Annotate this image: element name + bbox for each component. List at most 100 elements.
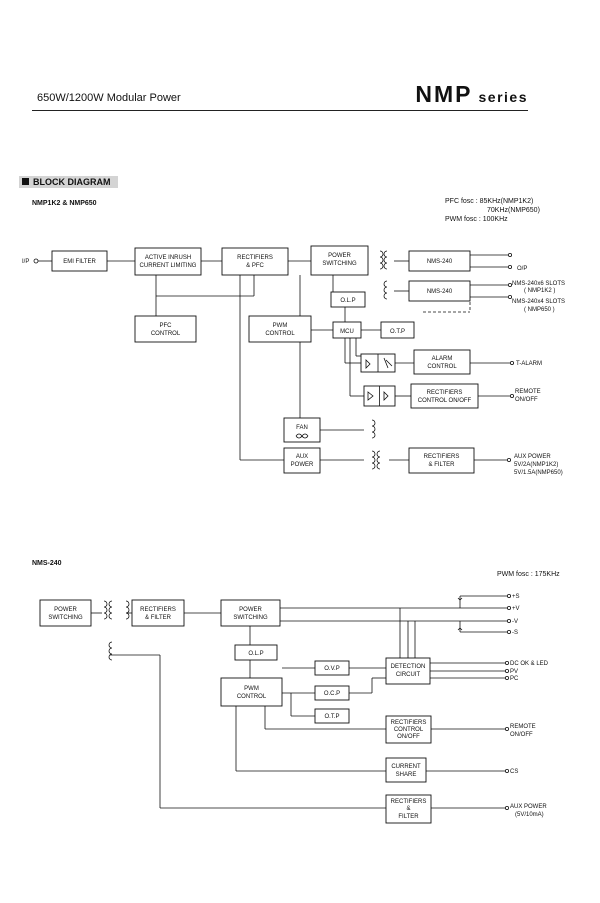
ovp-block: O.V.P (314, 660, 350, 676)
power-switching-block: POWER SWITCHING (310, 245, 369, 276)
rcon2-label-3: ON/OFF (397, 734, 420, 740)
rf3-label-2: & (406, 806, 410, 812)
terminal-pv2 (504, 669, 509, 674)
rf2-label-2: & FILTER (145, 615, 172, 621)
fan-icon (295, 433, 309, 439)
series-word: series (478, 89, 528, 105)
output-terminal (507, 264, 512, 269)
aux2-label-1: AUX POWER (510, 804, 547, 810)
psw2a-label-1: POWER (54, 607, 77, 613)
input-terminal (33, 258, 39, 264)
op-label: O/P (517, 266, 527, 272)
slots-b-label-1: NMS-240x4 SLOTS (512, 299, 565, 305)
rcon-label-1: RECTIFIERS (427, 390, 463, 396)
phototransistor-icon (367, 391, 374, 401)
pfc-label-1: PFC (160, 323, 173, 329)
output-terminal (507, 252, 512, 257)
rcon2-label-2: CONTROL (394, 727, 424, 733)
pwm-control-block: PWM CONTROL (248, 315, 312, 343)
nms-label-2: NMS-240 (427, 289, 453, 295)
pwm-label-2: CONTROL (265, 331, 295, 337)
dcok-label: DC OK & LED (510, 661, 549, 667)
talarm-terminal (509, 360, 514, 365)
active-inrush-block: ACTIVE INRUSH CURRENT LIMITING (134, 247, 202, 276)
mcu-block: MCU (332, 321, 362, 339)
olp-block: O.L.P (330, 291, 366, 308)
diagram2-wires (91, 595, 507, 809)
talarm-label: T-ALARM (516, 361, 542, 367)
terminal-ms (506, 630, 511, 635)
rf3-label-1: RECTIFIERS (391, 799, 427, 805)
fan-block: FAN (283, 417, 321, 443)
rectifiers-filter-block: RECTIFIERS & FILTER (408, 447, 475, 474)
diagram2-note: PWM fosc : 175KHz (497, 571, 560, 578)
bullet-square-icon (22, 178, 29, 185)
otp-block-2: O.T.P (314, 708, 350, 724)
note-line: PWM fosc : 100KHz (445, 216, 508, 223)
terminal-cs (504, 769, 509, 774)
pfc-control-block: PFC CONTROL (134, 315, 197, 343)
rectifiers-pfc-block: RECTIFIERS & PFC (221, 247, 289, 276)
alarm-label-2: CONTROL (427, 364, 457, 370)
aux-power-label-1: AUX POWER (514, 454, 551, 460)
note-line: PFC fosc : 85KHz(NMP1K2) (445, 198, 534, 205)
mv-label: -V (512, 619, 518, 625)
current-share-block: CURRENT SHARE (385, 757, 427, 783)
cs-label-1: CURRENT (391, 764, 421, 770)
terminal-mv (506, 619, 511, 624)
aux-power-block: AUX POWER (283, 447, 321, 474)
rect-pfc-label-2: & PFC (246, 263, 264, 269)
rectifiers-control-block-2: RECTIFIERS CONTROL ON/OFF (385, 715, 432, 744)
ovp-label: O.V.P (324, 666, 339, 672)
psw2b-label-1: POWER (239, 607, 262, 613)
remote-label-1: REMOTE (515, 389, 541, 395)
nms240-block-2: NMS-240 (408, 280, 471, 302)
rcon-label-2: CONTROL ON/OFF (418, 398, 472, 404)
ocp-label: O.C.P (324, 691, 340, 697)
det-label-1: DETECTION (391, 664, 426, 670)
diagram2-subtitle: NMS-240 (32, 560, 62, 567)
emi-filter-block: EMI FILTER (51, 250, 108, 272)
otp2-label: O.T.P (324, 714, 339, 720)
emi-filter-label: EMI FILTER (63, 259, 96, 265)
rf-label-1: RECTIFIERS (424, 454, 460, 460)
inrush-label-2: CURRENT LIMITING (140, 263, 197, 269)
diagram1-subtitle: NMP1K2 & NMP650 (32, 200, 97, 207)
document-title: 650W/1200W Modular Power (37, 92, 181, 104)
header-rule (32, 110, 528, 111)
remote-label-2: ON/OFF (515, 397, 538, 403)
pwm-control-block-2: PWM CONTROL (220, 677, 283, 707)
alarm-control-block: ALARM CONTROL (413, 349, 471, 375)
rcon2-label-1: RECTIFIERS (391, 720, 427, 726)
diode-icon (365, 359, 371, 369)
remote2-label-1: REMOTE (510, 724, 536, 730)
aux2-label-2: (5V/10mA) (515, 812, 544, 818)
otp-block: O.T.P (380, 321, 415, 339)
transformer-icon (103, 600, 130, 661)
slots-a-label-1: NMS-240x6 SLOTS (512, 281, 565, 287)
terminal-remote (504, 727, 509, 732)
det-label-2: CIRCUIT (396, 672, 421, 678)
olp-block-2: O.L.P (234, 644, 278, 661)
pwm-label-1: PWM (273, 323, 288, 329)
rectifiers-control-block: RECTIFIERS CONTROL ON/OFF (410, 383, 479, 409)
fan-label: FAN (296, 425, 308, 431)
ocp-block: O.C.P (314, 685, 350, 701)
rectifiers-filter-block-2: RECTIFIERS & FILTER (131, 599, 185, 627)
alarm-label-1: ALARM (432, 356, 453, 362)
terminal-dcok (504, 661, 509, 666)
power-switching-block-2b: POWER SWITCHING (220, 599, 281, 627)
pwm2-label-2: CONTROL (237, 694, 267, 700)
psw2b-label-2: SWITCHING (233, 615, 268, 621)
diagram2: POWER SWITCHING RECTIFIERS & FILTER POWE… (39, 594, 549, 824)
aux-power-label-3: 5V/1.5A(NMP650) (514, 470, 563, 476)
olp2-label: O.L.P (248, 651, 263, 657)
remote2-label-2: ON/OFF (510, 732, 533, 738)
terminal-aux (504, 806, 509, 811)
remote-terminal (509, 393, 514, 398)
cs-label-2: SHARE (396, 772, 417, 778)
mcu-label: MCU (340, 329, 354, 335)
power-switching-block-2a: POWER SWITCHING (39, 599, 92, 627)
